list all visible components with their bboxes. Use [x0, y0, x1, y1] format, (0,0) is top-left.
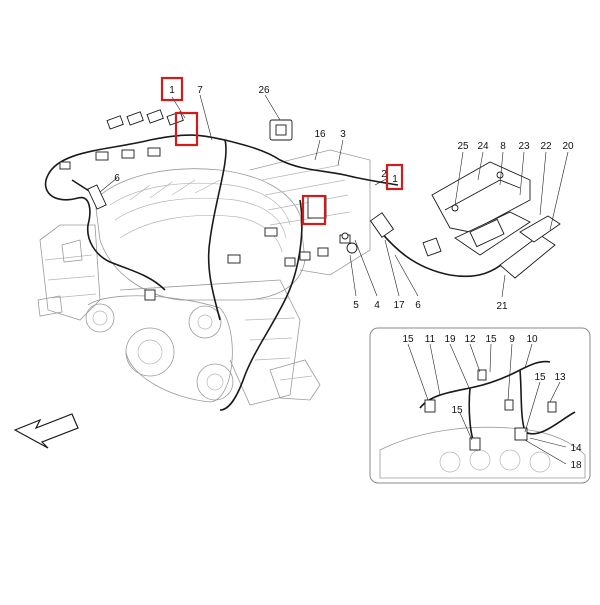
callout-16: 16 [314, 129, 326, 140]
callout-8: 8 [500, 141, 506, 152]
callout-1: 1 [169, 85, 175, 96]
highlight-part-mid [301, 194, 327, 226]
sensor-6 [87, 184, 107, 210]
callout-numbers: 1 7 26 16 3 2 1 6 25 24 8 23 22 20 5 4 1… [114, 85, 582, 471]
callout-26: 26 [258, 85, 270, 96]
detail-callout-14: 14 [570, 443, 582, 454]
highlight-part-left [174, 111, 199, 147]
connector-mid [307, 195, 327, 219]
detail-callout-13: 13 [554, 372, 566, 383]
callout-17: 17 [393, 300, 405, 311]
detail-callout-9: 9 [509, 334, 515, 345]
detail-callout-15-d: 15 [451, 405, 463, 416]
detail-inset [369, 327, 591, 484]
callout-7: 7 [197, 85, 203, 96]
callout-3: 3 [340, 129, 346, 140]
detail-callout-15-c: 15 [534, 372, 546, 383]
callout-6-right: 6 [415, 300, 421, 311]
sensor-17 [369, 212, 395, 238]
detail-callout-18: 18 [570, 460, 582, 471]
detail-callout-12: 12 [464, 334, 476, 345]
callout-24: 24 [477, 141, 489, 152]
highlight-boxes [160, 76, 404, 226]
connector-row-top [59, 109, 184, 170]
highlight-label-1-top [160, 76, 184, 102]
callout-25: 25 [457, 141, 469, 152]
callout-1-right: 1 [392, 174, 398, 185]
leader-lines [99, 94, 569, 465]
detail-callout-19: 19 [444, 334, 456, 345]
callout-23: 23 [518, 141, 530, 152]
detail-callout-10: 10 [526, 334, 538, 345]
engine-illustration [37, 149, 371, 406]
arrow-direction-icon [13, 413, 79, 449]
callout-4: 4 [374, 300, 380, 311]
callout-2: 2 [381, 169, 387, 180]
detail-callout-15-a: 15 [402, 334, 414, 345]
callout-22: 22 [540, 141, 552, 152]
ecu-assembly [422, 161, 561, 279]
callout-6-left: 6 [114, 173, 120, 184]
highlight-label-1-right [385, 163, 404, 191]
callout-5: 5 [353, 300, 359, 311]
wiring-harness [44, 109, 506, 411]
detail-callout-11: 11 [425, 334, 436, 345]
callout-20: 20 [562, 141, 574, 152]
callout-21: 21 [496, 301, 508, 312]
detail-callout-15-b: 15 [485, 334, 497, 345]
